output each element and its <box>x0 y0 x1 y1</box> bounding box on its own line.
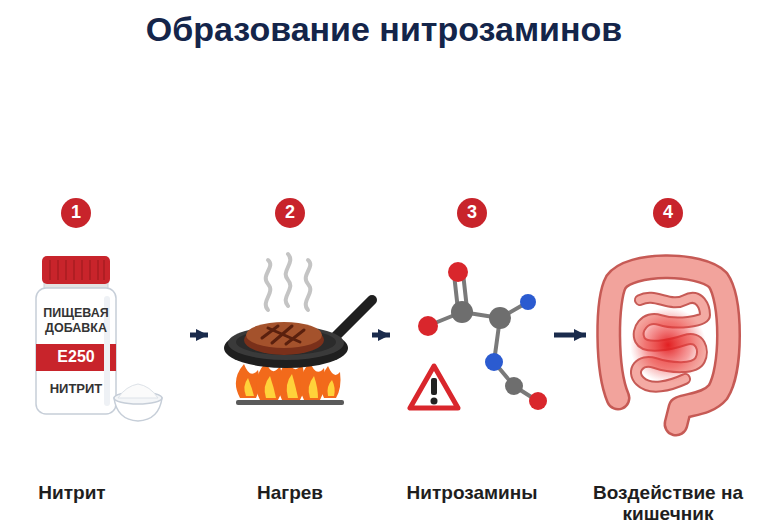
steam <box>266 254 311 310</box>
circle-ground <box>210 255 370 415</box>
flow-arrow <box>190 333 208 338</box>
label-holder: 1 <box>62 202 90 224</box>
circle-ground <box>392 255 552 415</box>
circle-ground <box>28 255 188 415</box>
flow-arrow <box>372 333 390 338</box>
nitrite-bottle <box>36 256 116 414</box>
badge-circles <box>61 198 683 228</box>
step-label: Воздействие на кишечник <box>583 482 753 524</box>
warning-sign <box>410 366 458 408</box>
bottle-text: НИТРИТ <box>50 381 103 397</box>
circle-ground <box>588 255 748 415</box>
frying-pan <box>224 300 372 368</box>
step-circle: Нитрозамины <box>392 255 552 415</box>
step-circle: Нагрев <box>210 255 370 415</box>
label-holder: ПИЩЕВАЯ ДОБАВКА <box>38 306 114 336</box>
callout-number: 1 <box>71 202 81 224</box>
label-holder: 2 <box>276 202 304 224</box>
label-holder: 4 <box>654 202 682 224</box>
step-label: Нитрит <box>0 482 157 503</box>
callout-number: 3 <box>467 202 477 224</box>
step-label-holder: Воздействие на кишечник <box>583 482 753 524</box>
step-label-holder: Нитрозамины <box>387 482 557 503</box>
title: Образование нитрозаминов <box>146 8 622 50</box>
intestine <box>609 267 729 424</box>
circle-outline <box>210 255 370 415</box>
flow-arrow <box>554 333 586 338</box>
bottle-text: ПИЩЕВАЯ ДОБАВКА <box>38 306 114 336</box>
bottle-code: E250 <box>57 347 94 366</box>
label-holder: НИТРИТ <box>38 379 114 397</box>
step-circle: Воздействие на кишечник <box>588 255 748 415</box>
step-label-holder: Нитрит <box>0 482 157 503</box>
label-holder: E250 <box>38 347 114 366</box>
label-holder: 3 <box>458 202 486 224</box>
step-label: Нитрозамины <box>387 482 557 503</box>
circle-outline <box>392 255 552 415</box>
step-label: Нагрев <box>205 482 375 503</box>
circle-outline <box>588 255 748 415</box>
title-holder: Образование нитрозаминов <box>0 8 768 50</box>
powder-bowl <box>114 384 162 421</box>
callout-number: 4 <box>663 202 673 224</box>
callout-number: 2 <box>285 202 295 224</box>
step-label-holder: Нагрев <box>205 482 375 503</box>
